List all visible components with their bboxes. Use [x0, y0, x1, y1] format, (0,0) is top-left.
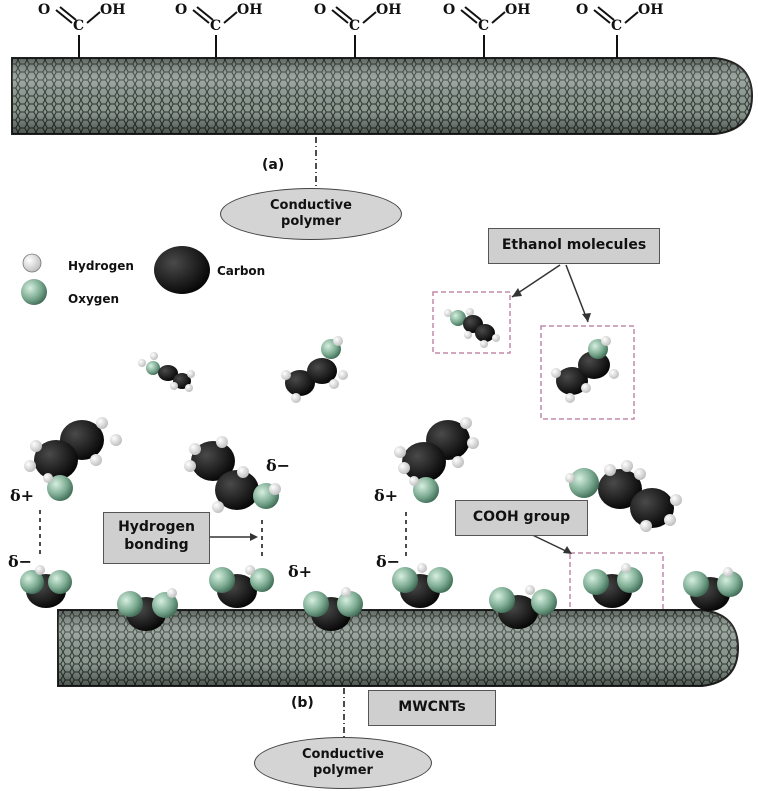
legend-hydrogen-atom	[22, 253, 42, 273]
partial-charge-plus: δ+	[10, 486, 35, 505]
arrow-ethanol-1	[511, 264, 561, 298]
ethanol-molecule	[394, 417, 479, 503]
cooh-group-callout: COOH group	[455, 500, 588, 536]
carboxyl-oh-label: OH	[376, 2, 402, 18]
panel-a-label: (a)	[262, 157, 285, 173]
carboxyl-c-label: C	[611, 18, 623, 34]
cooh-molecule	[489, 585, 557, 629]
hbond-line-2: bonding	[124, 536, 189, 553]
carboxyl-groups	[55, 6, 639, 58]
conductive-polymer-a: Conductive polymer	[220, 188, 402, 240]
partial-charge-plus: δ+	[374, 486, 399, 505]
carboxyl-group	[460, 6, 506, 58]
ethanol-molecule	[565, 460, 682, 532]
carboxyl-c-label: C	[478, 18, 490, 34]
carboxyl-oh-label: OH	[100, 2, 126, 18]
cooh-molecule	[117, 588, 178, 631]
polymer-line-2: polymer	[281, 214, 341, 229]
carboxyl-oh-label: OH	[237, 2, 263, 18]
carboxyl-o-label: O	[443, 2, 456, 18]
ethanol-molecule	[444, 308, 500, 348]
carboxyl-o-label: O	[38, 2, 51, 18]
nanotube-b	[57, 609, 740, 687]
carboxyl-c-label: C	[73, 18, 85, 34]
panel-b-label: (b)	[291, 695, 314, 711]
carboxyl-group	[192, 6, 238, 58]
cooh-molecule	[683, 567, 743, 611]
polymer-line-1: Conductive	[270, 197, 352, 213]
hydrogen-bond-lines	[39, 510, 407, 558]
conductive-polymer-b: Conductive polymer	[254, 737, 432, 789]
cooh-molecule	[20, 565, 72, 608]
carboxyl-group	[55, 6, 101, 58]
hydrogen-bonding-callout: Hydrogen bonding	[103, 512, 210, 564]
hbond-line-1: Hydrogen	[118, 519, 195, 535]
legend-oxygen-label: Oxygen	[68, 292, 120, 306]
nanotube-a	[11, 57, 754, 135]
partial-charge-minus: δ−	[376, 552, 401, 571]
cooh-molecule	[209, 565, 274, 608]
ethanol-molecule	[184, 436, 281, 513]
partial-charge-minus: δ−	[266, 456, 291, 475]
carboxyl-group	[593, 6, 639, 58]
cooh-molecule	[583, 563, 643, 608]
ethanol-molecule	[138, 352, 195, 392]
ethanol-molecule	[551, 336, 619, 403]
carboxyl-o-label: O	[576, 2, 589, 18]
ethanol-molecules-callout: Ethanol molecules	[488, 228, 660, 264]
carboxyl-oh-label: OH	[505, 2, 531, 18]
legend-oxygen-atom	[21, 279, 47, 305]
legend-carbon-label: Carbon	[217, 264, 266, 278]
arrow-ethanol-2	[565, 264, 589, 323]
ethanol-molecule	[24, 417, 122, 501]
ethanol-molecule	[281, 336, 348, 403]
cooh-molecule	[392, 563, 453, 608]
cooh-molecule	[303, 587, 363, 631]
legend-carbon-atom	[154, 246, 210, 294]
polymer-line-1: Conductive	[302, 746, 384, 762]
carboxyl-o-label: O	[314, 2, 327, 18]
carboxyl-group	[331, 6, 377, 58]
carboxyl-oh-label: OH	[638, 2, 664, 18]
ethanol-box-large	[540, 325, 635, 420]
partial-charge-plus: δ+	[288, 562, 313, 581]
mwcnts-label-box: MWCNTs	[368, 690, 496, 726]
carboxyl-c-label: C	[210, 18, 222, 34]
legend-hydrogen-label: Hydrogen	[68, 259, 134, 273]
carboxyl-c-label: C	[349, 18, 361, 34]
polymer-line-2: polymer	[313, 763, 373, 778]
carboxyl-o-label: O	[175, 2, 188, 18]
partial-charge-minus: δ−	[8, 552, 33, 571]
ethanol-box-small	[432, 291, 511, 354]
